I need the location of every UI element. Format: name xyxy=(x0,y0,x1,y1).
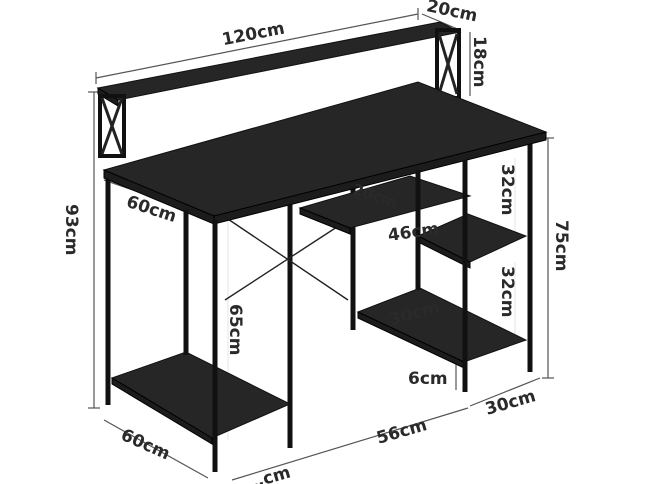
label-base-depth: 60cm xyxy=(118,425,173,464)
label-inner-width: 56cm xyxy=(374,415,429,448)
label-upper-shelf-height: 32cm xyxy=(497,164,517,215)
label-hutch-width: 120cm xyxy=(220,18,286,50)
dimension-guides xyxy=(88,8,554,481)
label-total-height: 93cm xyxy=(61,204,81,255)
label-desk-height: 75cm xyxy=(551,220,571,271)
label-lower-shelf-height: 32cm xyxy=(497,266,517,317)
label-under-desk-height: 65cm xyxy=(225,304,245,355)
label-shelf-depth: 30cm xyxy=(483,386,538,419)
label-hutch-height: 18cm xyxy=(469,36,489,87)
desk xyxy=(96,21,548,472)
label-left-width: …cm xyxy=(244,463,293,484)
label-shelf-clearance: 6cm xyxy=(408,369,448,389)
label-hutch-depth: 20cm xyxy=(425,0,479,27)
